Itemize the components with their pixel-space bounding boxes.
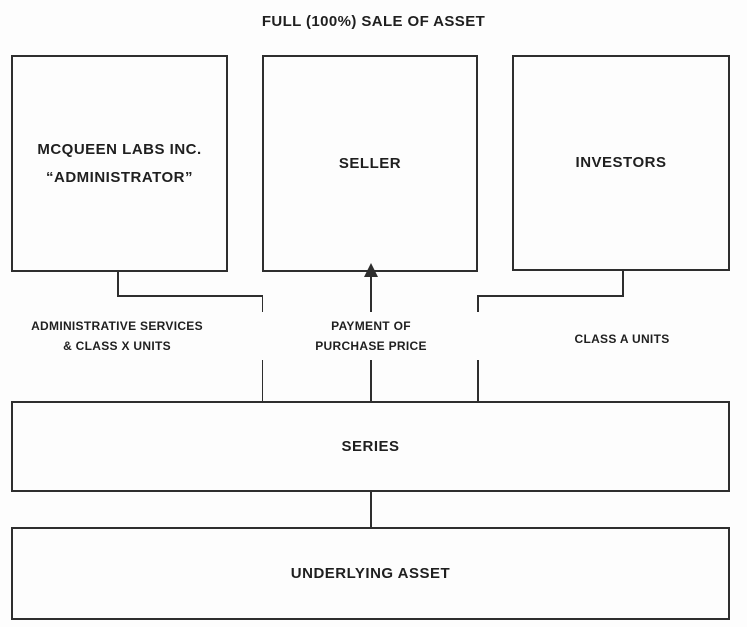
- edge-label-administrative-services-line1: ADMINISTRATIVE SERVICES: [31, 319, 203, 333]
- connector-administrator-series-horizontal: [117, 295, 263, 297]
- edge-label-payment-line2: PURCHASE PRICE: [315, 339, 427, 353]
- arrow-up-icon: [363, 263, 378, 277]
- administrator-name-line1: MCQUEEN LABS INC.: [37, 140, 202, 158]
- seller-label: SELLER: [338, 154, 402, 172]
- edge-label-administrative-services-line2: & CLASS X UNITS: [63, 339, 171, 353]
- node-investors: INVESTORS: [512, 55, 730, 271]
- node-underlying-asset: UNDERLYING ASSET: [11, 527, 730, 620]
- edge-label-payment: PAYMENT OF PURCHASE PRICE: [261, 312, 481, 360]
- node-seller: SELLER: [262, 55, 478, 272]
- edge-label-administrative-services: ADMINISTRATIVE SERVICES & CLASS X UNITS: [7, 316, 227, 356]
- edge-label-payment-line1: PAYMENT OF: [331, 319, 411, 333]
- edge-label-class-a-units-text: CLASS A UNITS: [574, 332, 670, 346]
- diagram-title: FULL (100%) SALE OF ASSET: [261, 13, 486, 30]
- node-administrator: MCQUEEN LABS INC. “ADMINISTRATOR”: [11, 55, 228, 272]
- series-label: SERIES: [341, 437, 400, 455]
- connector-investors-series-stub: [622, 271, 624, 297]
- underlying-asset-label: UNDERLYING ASSET: [290, 564, 451, 582]
- administrator-name-line2: “ADMINISTRATOR”: [46, 168, 193, 186]
- connector-series-underlying: [370, 491, 372, 527]
- node-series: SERIES: [11, 401, 730, 492]
- investors-label: INVESTORS: [575, 154, 667, 171]
- edge-label-class-a-units: CLASS A UNITS: [512, 329, 732, 349]
- connector-administrator-series-stub: [117, 271, 119, 297]
- connector-investors-series-horizontal: [477, 295, 624, 297]
